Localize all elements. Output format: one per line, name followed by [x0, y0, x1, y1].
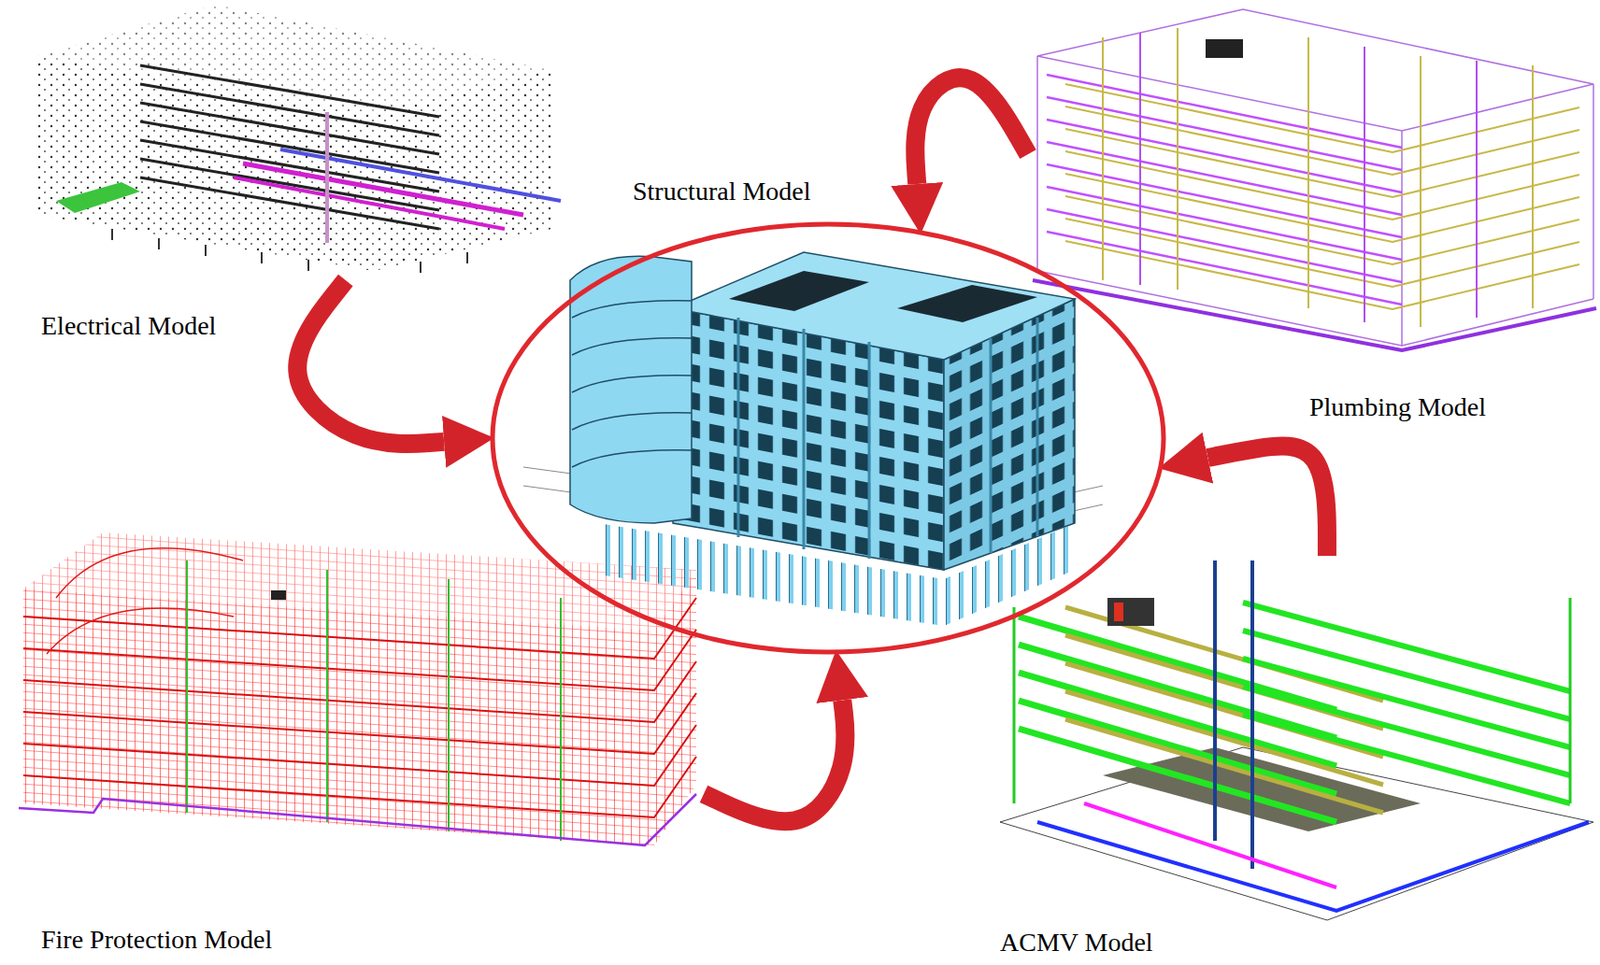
fire-protection-drawing	[23, 725, 697, 786]
fire-protection-drawing	[186, 560, 561, 842]
structural-drawing	[672, 252, 1075, 360]
acmv-drawing	[1018, 686, 1571, 795]
plumbing-drawing	[1205, 39, 1243, 58]
electrical-drawing	[37, 4, 561, 273]
fire-protection-model: Fire Protection Model	[10, 551, 704, 853]
acmv-drawing	[1084, 803, 1337, 888]
acmv-drawing	[1000, 560, 1594, 921]
acmv-drawing	[1014, 598, 1571, 804]
model-label: ACMV Model	[1000, 928, 1154, 958]
fire-protection-drawing	[23, 693, 697, 755]
acmv-drawing	[1107, 598, 1155, 627]
acmv-drawing	[1037, 822, 1589, 912]
flow-arrow	[297, 280, 444, 444]
model-label: Fire Protection Model	[41, 925, 272, 956]
structural-drawing	[570, 256, 692, 524]
plumbing-drawing	[1032, 280, 1597, 351]
electrical-drawing	[233, 177, 505, 229]
acmv-drawing	[1242, 602, 1571, 692]
fire-protection-drawing	[23, 661, 697, 723]
model-ellipse	[492, 224, 1164, 653]
plumbing-drawing	[1065, 84, 1580, 153]
electrical-drawing	[140, 177, 440, 229]
model-label: Plumbing Model	[1309, 392, 1486, 423]
model-ellipse	[489, 221, 1167, 656]
structural-drawing	[571, 300, 692, 468]
model-label: Structural Model	[632, 176, 812, 207]
electrical-drawing	[280, 149, 561, 201]
acmv-drawing	[1018, 714, 1571, 823]
acmv-drawing	[1214, 560, 1253, 870]
fire-protection-drawing	[18, 532, 697, 846]
acmv-drawing	[1102, 747, 1421, 832]
plumbing-drawing	[1102, 28, 1533, 328]
model-label: Electrical Model	[41, 311, 216, 342]
fire-protection-drawing	[46, 548, 243, 655]
structural-drawing	[738, 317, 1038, 559]
fire-protection-drawing	[271, 590, 286, 600]
fire-protection-drawing	[23, 598, 697, 659]
electrical-drawing	[56, 182, 141, 214]
fire-protection-drawing	[23, 532, 697, 631]
plumbing-model: Plumbing Model	[1028, 0, 1589, 353]
fire-protection-drawing	[23, 598, 697, 659]
electrical-drawing	[37, 4, 552, 113]
electrical-drawing	[112, 228, 468, 273]
structural-drawing	[523, 252, 1103, 627]
plumbing-drawing	[1140, 32, 1477, 323]
electrical-model: Electrical Model	[10, 0, 576, 281]
plumbing-drawing	[1032, 9, 1597, 351]
fire-protection-drawing	[23, 757, 697, 818]
structural-model: Structural Model	[489, 221, 1167, 656]
flow-arrow	[914, 77, 1029, 185]
acmv-drawing	[1114, 602, 1124, 622]
fire-protection-drawing	[23, 588, 655, 846]
electrical-drawing	[325, 112, 329, 243]
flow-arrow	[1207, 445, 1328, 557]
acmv-drawing	[1000, 747, 1594, 921]
fire-protection-drawing	[18, 794, 697, 846]
acmv-model: ACMV Model	[989, 556, 1588, 935]
structural-drawing	[728, 271, 1038, 323]
fire-protection-drawing	[23, 629, 697, 691]
flow-arrow	[703, 700, 846, 823]
